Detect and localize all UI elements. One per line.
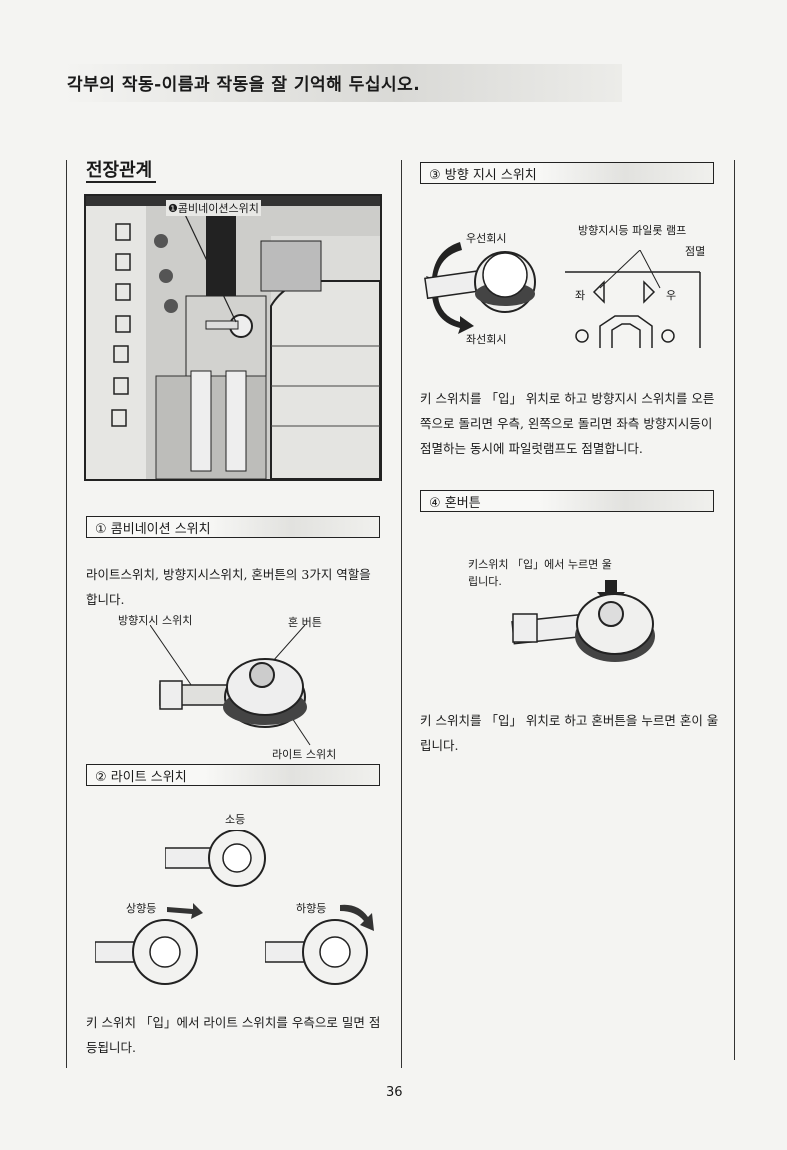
- header-banner: [62, 64, 622, 102]
- page-number: 36: [386, 1085, 403, 1100]
- label-right-turn: 우선회시: [466, 232, 507, 245]
- section-head-combination: ① 콤비네이션 스위치: [86, 516, 380, 538]
- column-divider: [401, 160, 402, 1068]
- section-title: 전장관계: [86, 160, 153, 181]
- label-small-lamp: 소등: [225, 813, 246, 826]
- horn-button-diagram: [511, 580, 655, 662]
- curved-arrow-icon: [340, 904, 374, 931]
- turn-signal-description: 키 스위치를 「입」 위치로 하고 방향지시 스위치를 오른쪽으로 돌리면 우측…: [420, 391, 715, 456]
- label-blink: 점멸: [685, 245, 706, 258]
- section-title-underline: [86, 181, 156, 183]
- combination-description: 라이트스위치, 방향지시스위치, 혼버튼의 3가지 역할을 합니다.: [86, 567, 371, 607]
- light-switch-low-diagram: [265, 919, 368, 985]
- light-switch-off-diagram: [165, 830, 266, 887]
- horn-caption: 키스위치 「입」에서 누르면 울립니다.: [468, 558, 612, 588]
- light-switch-description: 키 스위치 「입」에서 라이트 스위치를 우측으로 밀면 점등됩니다.: [86, 1015, 381, 1055]
- arrow-right-icon: [167, 903, 203, 919]
- light-switch-high-diagram: [95, 919, 198, 985]
- section-head-turn-signal: ③ 방향 지시 스위치: [420, 162, 714, 184]
- label-light-switch: 라이트 스위치: [272, 748, 337, 761]
- pilot-lamp-diagram: [565, 250, 701, 348]
- left-margin-rule: [66, 160, 67, 1068]
- section-head-horn: ④ 혼버튼: [420, 490, 714, 512]
- combination-switch-illustration: [150, 625, 311, 746]
- section-head-light: ② 라이트 스위치: [86, 764, 380, 786]
- right-margin-rule: [734, 160, 735, 1060]
- turn-switch-diagram: [424, 242, 536, 334]
- label-low-beam: 하향등: [296, 902, 327, 915]
- horn-description: 키 스위치를 「입」 위치로 하고 혼버튼을 누르면 혼이 울립니다.: [420, 713, 719, 753]
- label-right: 우: [666, 289, 677, 302]
- label-left: 좌: [575, 289, 586, 302]
- page-heading: 각부의 작동-이름과 작동을 잘 기억해 두십시오.: [67, 75, 421, 95]
- label-horn-button: 혼 버튼: [288, 616, 322, 629]
- photo-label: ❶콤비네이션스위치: [166, 200, 261, 216]
- label-turn-switch: 방향지시 스위치: [118, 614, 193, 627]
- label-high-beam: 상향등: [126, 902, 157, 915]
- label-left-turn: 좌선회시: [466, 333, 507, 346]
- label-pilot-lamp: 방향지시등 파일롯 램프: [578, 224, 687, 237]
- cab-photo: ❶콤비네이션스위치: [84, 194, 382, 481]
